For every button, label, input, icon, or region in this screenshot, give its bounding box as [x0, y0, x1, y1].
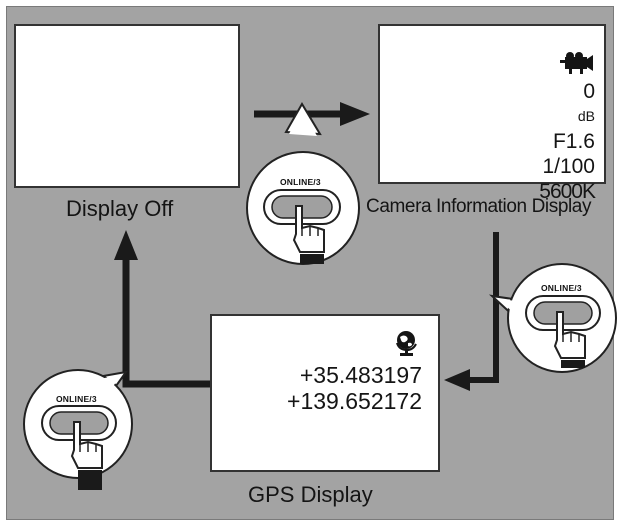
camera-info-caption: Camera Information Display [366, 196, 592, 217]
gps-screen: +35.483197 +139.652172 [210, 314, 440, 472]
online-button-label-1: ONLINE/3 [280, 177, 321, 187]
arrow-to-gps [444, 232, 499, 391]
gps-globe-icon [396, 331, 417, 356]
white-balance-value: 5600K [539, 180, 596, 203]
shutter-value: 1/100 [542, 155, 595, 178]
arrow-to-display-off [114, 230, 210, 388]
latitude-value: +35.483197 [299, 362, 422, 388]
longitude-value: +139.652172 [287, 388, 422, 414]
online-button-label-3: ONLINE/3 [56, 394, 97, 404]
iris-value: F1.6 [552, 130, 595, 153]
gain-unit: dB [577, 108, 595, 124]
pointing-hand-icon [70, 421, 103, 490]
gps-caption: GPS Display [248, 482, 373, 507]
pointing-hand-icon [292, 205, 325, 264]
gps-values: +35.483197 +139.652172 [287, 362, 422, 414]
display-off-screen [14, 24, 240, 188]
pointing-hand-icon [553, 311, 586, 368]
camera-icon [560, 52, 593, 74]
online-button-label-2: ONLINE/3 [541, 283, 582, 293]
display-off-caption: Display Off [66, 196, 174, 221]
